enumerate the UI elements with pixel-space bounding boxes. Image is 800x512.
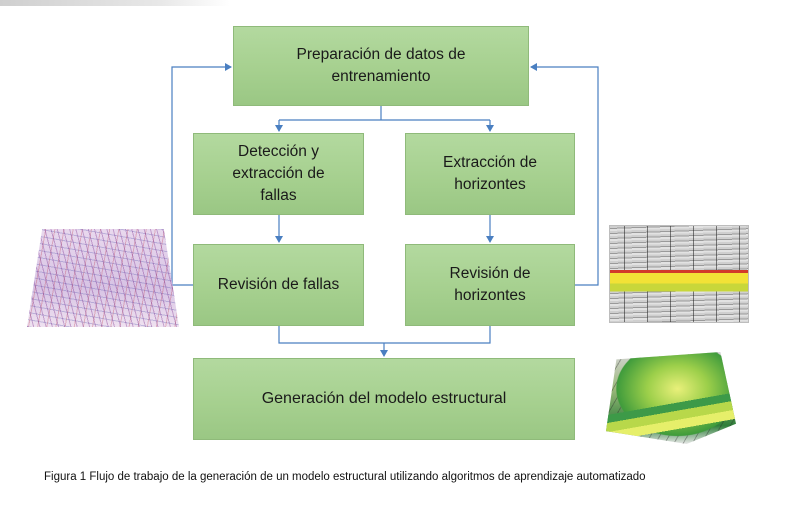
box-fault-detection: Detección y extracción de fallas [193, 133, 364, 215]
box-horizon-review: Revisión de horizontes [405, 244, 575, 326]
cropped-header-strip [0, 0, 230, 6]
connector-merge [278, 326, 491, 344]
connector-prep-split [279, 106, 490, 121]
figure-caption: Figura 1 Flujo de trabajo de la generaci… [44, 471, 646, 483]
box-fault-review: Revisión de fallas [193, 244, 364, 326]
structural-model-3d-image [606, 352, 736, 444]
horizon-seismic-image [609, 225, 749, 323]
box-horizon-extraction: Extracción de horizontes [405, 133, 575, 215]
fault-interpretation-image [27, 229, 179, 327]
feedback-fault-review-to-prep [171, 63, 232, 286]
box-structural-model: Generación del modelo estructural [193, 358, 575, 440]
feedback-horizon-review-to-prep [530, 63, 599, 286]
box-data-preparation: Preparación de datos de entrenamiento [233, 26, 529, 106]
